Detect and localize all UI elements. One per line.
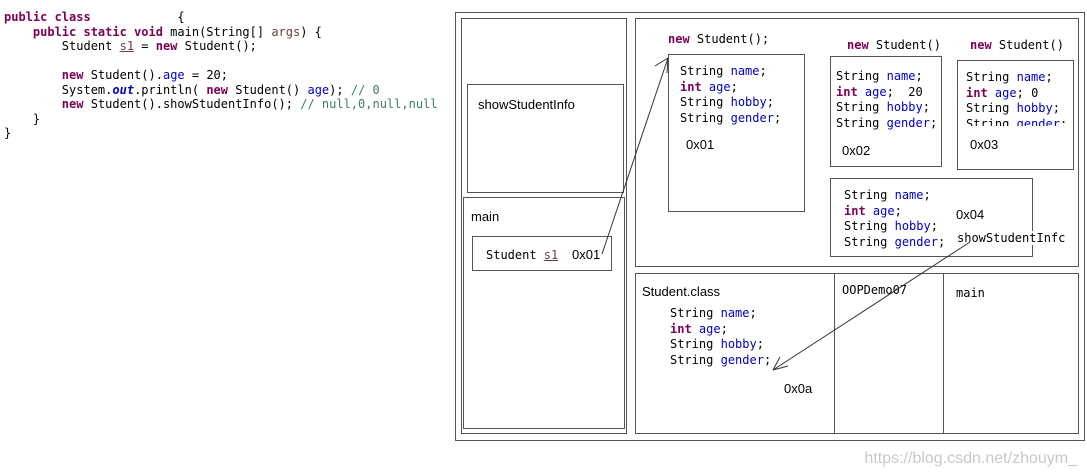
class-title: Student.class [642, 284, 721, 299]
heap-obj2-addr: 0x02 [842, 143, 871, 158]
code-brace: } [32, 111, 41, 126]
class-addr: 0x0a [784, 381, 813, 396]
variable-label: s1 [543, 248, 559, 262]
type-label: Student [486, 248, 544, 262]
code-keyword: new [970, 38, 992, 52]
heap-obj1-addr: 0x01 [686, 137, 715, 152]
code-comment: // 0 [350, 82, 380, 97]
code-keyword: public class [4, 10, 91, 24]
heap-obj4-addr: 0x04 [956, 207, 985, 222]
code-brace: { [177, 10, 185, 24]
heap-obj1 [668, 54, 805, 212]
code-text: main(String[] [162, 24, 272, 39]
code-param: args [271, 24, 301, 39]
code-text: ); [329, 82, 351, 97]
code-keyword: new [61, 68, 84, 82]
code-text: Student() [991, 38, 1064, 52]
code-keyword: new [847, 38, 869, 52]
heap-obj2-fields: String name; int age; 20 String hobby; S… [836, 69, 938, 130]
code-variable: s1 [119, 39, 135, 53]
method-main-title: main [956, 286, 985, 300]
method-divider-1 [834, 273, 835, 434]
heap-obj4-fields: String name; int age; String hobby; Stri… [844, 188, 946, 249]
watermark: https://blog.csdn.net/zhouym_ [864, 450, 1077, 467]
code-static-field: out [112, 82, 135, 97]
code-text: Student() [228, 82, 308, 97]
code-text: = [134, 39, 156, 53]
code-keyword: public static void [32, 24, 163, 39]
code-text: Student [61, 39, 120, 53]
code-field: age [307, 82, 330, 97]
code-brace: } [4, 126, 12, 140]
source-code: public class { public static void main(S… [4, 10, 438, 141]
heap-obj3-fields: String name; int age; 0 String hobby; St… [966, 70, 1068, 126]
code-keyword: new [61, 97, 84, 111]
heap-obj2 [830, 56, 942, 167]
heap-obj4-method: showStudentInfc [957, 231, 1066, 245]
code-keyword: new [668, 32, 690, 46]
demo-title: OOPDemo07 [842, 283, 908, 297]
code-text: = 20; [184, 68, 229, 82]
heap-obj3-title: new Student() [970, 38, 1064, 52]
class-fields: String name; int age; String hobby; Stri… [670, 306, 772, 367]
code-text: .println( [134, 82, 207, 97]
code-text: Student(). [83, 68, 163, 82]
stack-var-s1-text: Student s1 [486, 248, 558, 262]
code-text: Student(); [177, 39, 257, 53]
memory-outer [455, 12, 1085, 441]
stack-frame-main-label: main [471, 209, 500, 224]
stack-frame-main [463, 197, 625, 429]
code-text: Student() [868, 38, 941, 52]
method-divider-2 [943, 273, 944, 434]
heap-obj3 [957, 60, 1074, 170]
heap-obj1-title: new Student(); [668, 32, 769, 46]
heap-obj2-title: new Student() [847, 38, 941, 52]
code-text: ) { [300, 24, 322, 39]
code-text: Student(); [689, 32, 770, 46]
heap-obj3-addr: 0x03 [970, 137, 999, 152]
stack-var-s1-addr: 0x01 [572, 247, 601, 262]
heap-obj1-fields: String name; int age; String hobby; Stri… [680, 64, 782, 125]
code-text: Student().showStudentInfo(); [83, 97, 301, 111]
code-field: age [162, 68, 185, 82]
code-keyword: new [155, 39, 178, 53]
code-keyword: new [206, 82, 228, 97]
code-text: System. [61, 82, 113, 97]
stack-frame-show-label: showStudentInfo [478, 97, 575, 112]
code-comment: // null,0,null,null [300, 97, 438, 111]
